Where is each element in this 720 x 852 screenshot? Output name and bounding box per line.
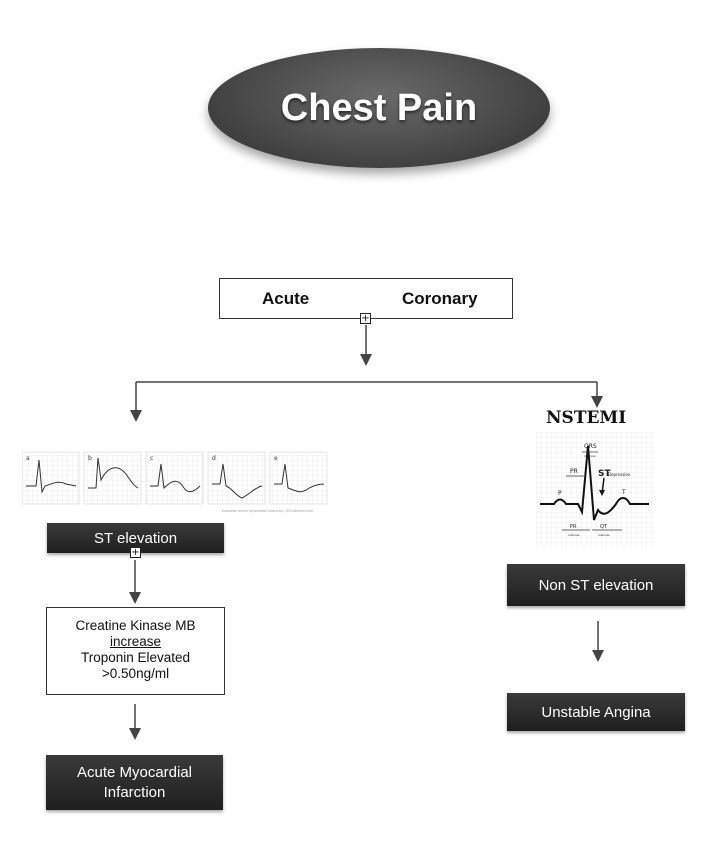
qt-sub-label: interval (598, 533, 610, 537)
st-label: ST (598, 469, 611, 479)
acute-label: Acute (262, 289, 310, 308)
pr-interval-label: PR (570, 524, 577, 530)
pr-label: PR (570, 468, 578, 475)
chest-pain-title: Chest Pain (280, 86, 478, 129)
acute-mi-line1: Acute Myocardial (76, 763, 193, 781)
ecg-panel-e-label: e (274, 455, 278, 462)
ecg-panel-c-label: c (150, 455, 153, 462)
acute-mi-line2: Infarction (103, 783, 166, 801)
ecg-panel-a-label: a (26, 455, 30, 462)
nstemi-ecg-image: QRS interval PR ST Depression P T PR int… (536, 432, 653, 547)
t-wave-label: T (621, 489, 626, 496)
expand-icon[interactable]: + (130, 547, 141, 558)
acute-mi-node: Acute Myocardial Infarction (46, 755, 223, 810)
st-elevation-label: ST elevation (93, 529, 178, 547)
qt-label: QT (600, 524, 608, 530)
expand-icon[interactable]: + (360, 313, 371, 324)
non-st-elevation-label: Non ST elevation (538, 576, 654, 594)
increase-text: increase (109, 634, 162, 649)
lab-findings-node: Creatine Kinase MB increase Troponin Ele… (46, 607, 225, 695)
acute-coronary-node: Acute Coronary (219, 278, 513, 319)
pr-interval-sub-label: interval (568, 533, 580, 537)
qrs-label: QRS (584, 443, 597, 450)
depression-label: Depression (608, 472, 631, 477)
ck-mb-text: Creatine Kinase MB (75, 618, 196, 633)
troponin-threshold-text: >0.50ng/ml (101, 666, 170, 681)
nstemi-label: NSTEMI (546, 408, 627, 428)
ecg-panel-d-label: d (212, 455, 216, 462)
chest-pain-node: Chest Pain (208, 48, 550, 168)
ecg-panel-b-label: b (88, 455, 92, 462)
stemi-ecg-evolution-image: a b c d e Evolution acute myocardial inf… (22, 451, 328, 513)
unstable-angina-node: Unstable Angina (507, 693, 685, 731)
non-st-elevation-node: Non ST elevation (507, 564, 685, 606)
troponin-text: Troponin Elevated (80, 650, 191, 665)
p-wave-label: P (558, 490, 562, 497)
qrs-sub-label: interval (584, 454, 596, 458)
coronary-label: Coronary (402, 289, 478, 308)
ecg-caption: Evolution acute myocardial infarction | … (222, 509, 313, 513)
unstable-angina-label: Unstable Angina (541, 703, 651, 721)
